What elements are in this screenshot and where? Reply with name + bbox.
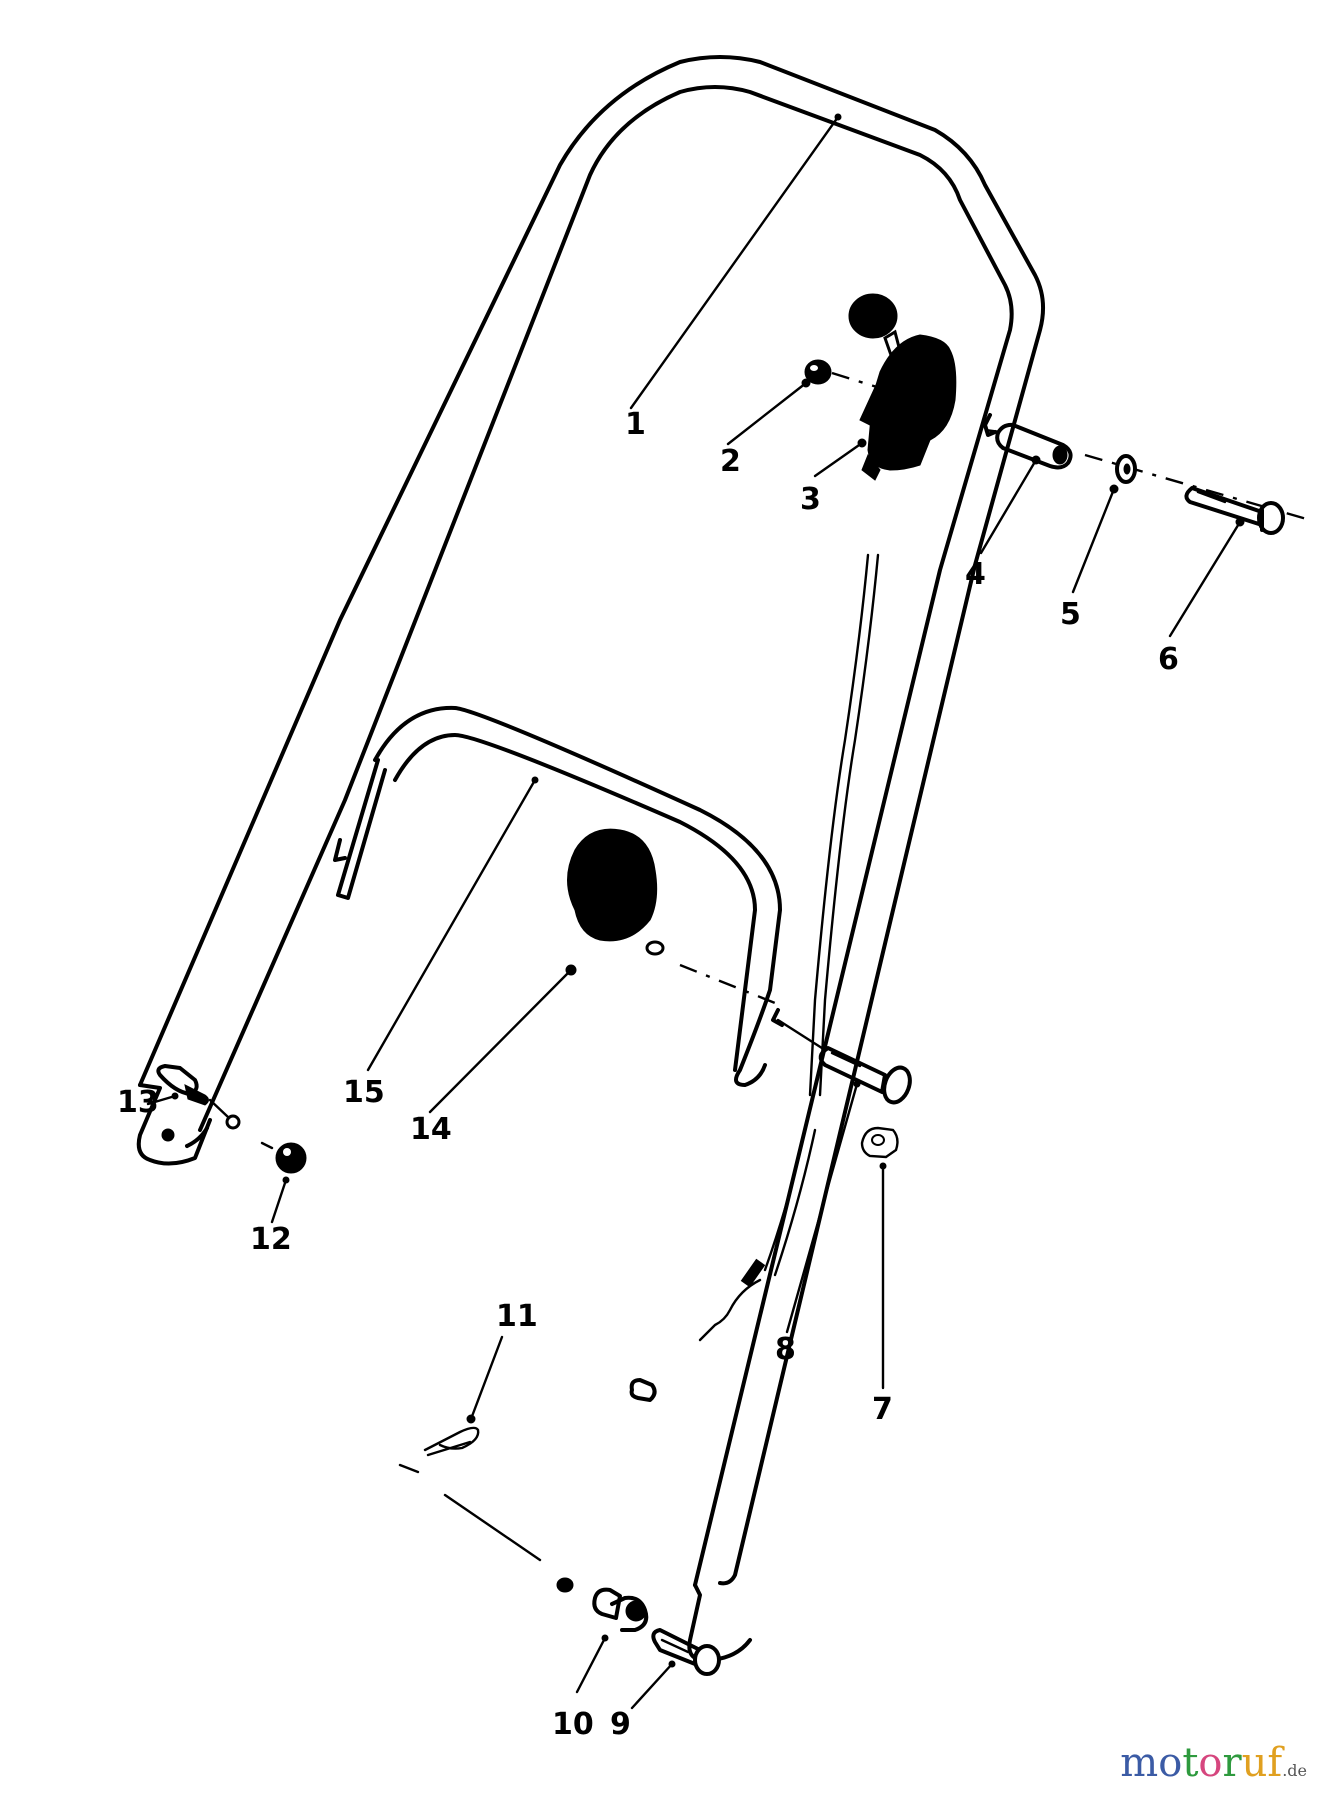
carriage-bolt — [818, 1046, 912, 1105]
watermark-letter: o — [1158, 1740, 1183, 1786]
nut — [275, 1142, 307, 1174]
callout-7: 7 — [872, 1392, 893, 1427]
watermark: motoruf.de — [1120, 1740, 1307, 1786]
watermark-letter: m — [1120, 1740, 1159, 1786]
axis-line-8 — [776, 1018, 827, 1052]
bolt-13 — [156, 1064, 241, 1130]
callout-12: 12 — [250, 1222, 292, 1257]
throttle-cable — [698, 553, 880, 1342]
watermark-letter: f — [1267, 1740, 1283, 1786]
watermark-letter: r — [1222, 1740, 1242, 1786]
hairpin-cotter — [423, 1426, 480, 1457]
upper-handle — [136, 55, 1046, 1662]
callout-2: 2 — [720, 444, 741, 479]
watermark-tld: .de — [1282, 1761, 1307, 1780]
watermark-letter: u — [1241, 1740, 1268, 1786]
callout-6: 6 — [1158, 642, 1179, 677]
callout-11: 11 — [496, 1299, 538, 1334]
callout-9: 9 — [610, 1707, 631, 1742]
axis-line-2 — [831, 371, 881, 390]
lower-handle — [336, 705, 782, 1087]
washer — [1115, 454, 1137, 484]
axis-line-12 — [260, 1141, 274, 1150]
callout-14: 14 — [410, 1112, 452, 1147]
cable-clip — [860, 1126, 899, 1159]
handle-bushing — [592, 1587, 649, 1632]
callout-3: 3 — [800, 482, 821, 517]
callout-5: 5 — [1060, 597, 1081, 632]
axis-line-11a — [398, 1463, 420, 1474]
callout-4: 4 — [965, 557, 986, 592]
leader-lines — [146, 113, 1245, 1710]
spacer-tube — [995, 422, 1073, 470]
callout-8: 8 — [775, 1332, 796, 1367]
watermark-letter: t — [1182, 1740, 1199, 1786]
callout-15: 15 — [343, 1075, 385, 1110]
callout-10: 10 — [552, 1707, 594, 1742]
throttle-control — [848, 293, 957, 481]
watermark-letter: o — [1198, 1740, 1223, 1786]
callout-13: 13 — [117, 1085, 159, 1120]
handle-knob — [567, 828, 665, 956]
callout-1: 1 — [625, 407, 646, 442]
screw — [1184, 486, 1285, 535]
bolt-9 — [651, 1628, 721, 1676]
axis-line-11b — [443, 1493, 542, 1562]
axis-line-14 — [679, 963, 781, 1007]
spacer — [804, 359, 832, 385]
